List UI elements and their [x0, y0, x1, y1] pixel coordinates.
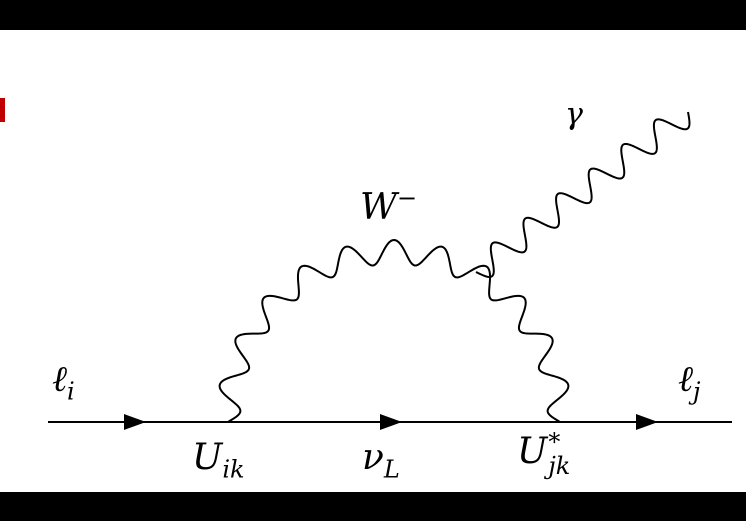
red-edge-marker — [0, 98, 5, 122]
label-lepton-out: ℓj — [678, 359, 701, 406]
label-vertex-right: U*jk — [517, 428, 571, 480]
photon-line — [475, 111, 691, 278]
arrow-outgoing — [636, 414, 658, 430]
label-w-boson: W− — [360, 184, 418, 229]
bottom-black-bar — [0, 492, 746, 521]
arrow-internal — [380, 414, 402, 430]
arrow-incoming — [124, 414, 146, 430]
top-black-bar — [0, 0, 746, 30]
label-propagator: νL — [362, 437, 400, 484]
label-lepton-in: ℓi — [52, 359, 75, 406]
label-photon: γ — [565, 97, 583, 132]
label-vertex-left: Uik — [192, 437, 245, 484]
w-boson-propagator — [218, 238, 570, 423]
